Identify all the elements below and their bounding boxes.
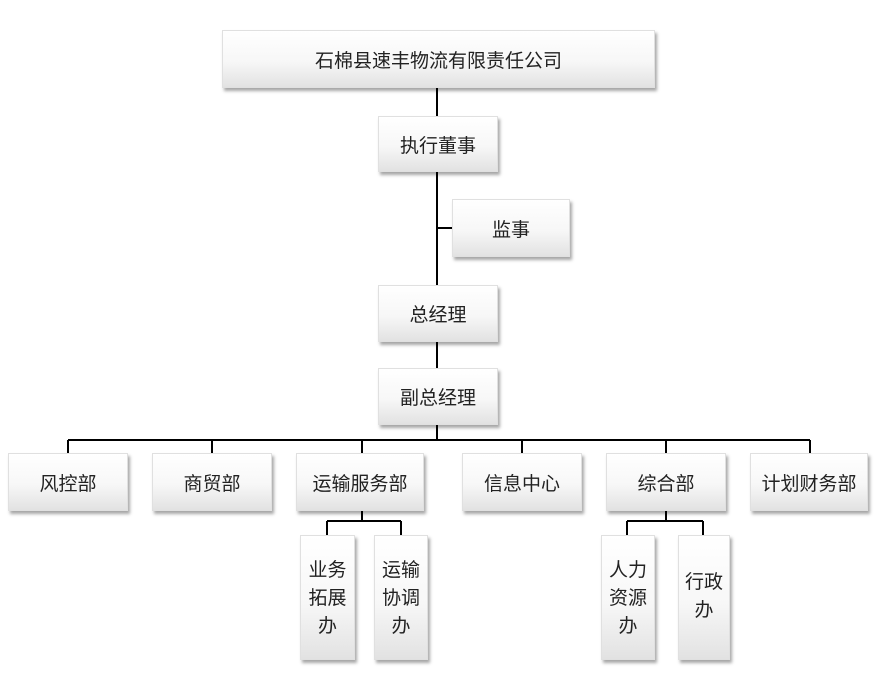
deputy-general-manager-box: 副总经理 xyxy=(378,368,498,425)
department-box: 计划财务部 xyxy=(750,453,868,511)
department-label: 商贸部 xyxy=(183,472,241,495)
department-box: 风控部 xyxy=(8,453,128,511)
executive-director-label: 执行董事 xyxy=(399,134,476,157)
department-label: 计划财务部 xyxy=(761,472,857,495)
department-label: 风控部 xyxy=(39,472,97,495)
department-box: 商贸部 xyxy=(152,453,272,511)
subunit-box: 行政办 xyxy=(678,535,730,660)
subunit-label: 运输协调办 xyxy=(381,558,420,637)
department-box: 综合部 xyxy=(606,453,726,511)
department-label: 综合部 xyxy=(637,472,695,495)
executive-director-box: 执行董事 xyxy=(378,116,498,172)
company-box: 石棉县速丰物流有限责任公司 xyxy=(222,30,655,88)
deputy-general-manager-label: 副总经理 xyxy=(399,387,476,409)
subunit-label: 人力资源办 xyxy=(608,558,647,637)
subunit-box: 运输协调办 xyxy=(374,535,428,660)
subunit-box: 业务拓展办 xyxy=(300,535,355,660)
department-label: 运输服务部 xyxy=(312,472,408,495)
subunit-box: 人力资源办 xyxy=(601,535,655,660)
general-manager-box: 总经理 xyxy=(378,285,498,342)
department-box: 信息中心 xyxy=(462,453,582,511)
supervisor-label: 监事 xyxy=(491,218,530,241)
subunit-label: 行政办 xyxy=(685,571,724,621)
department-label: 信息中心 xyxy=(483,472,560,495)
department-box: 运输服务部 xyxy=(296,453,424,511)
supervisor-box: 监事 xyxy=(452,199,570,257)
general-manager-label: 总经理 xyxy=(409,304,467,326)
subunit-label: 业务拓展办 xyxy=(308,558,347,637)
company-label: 石棉县速丰物流有限责任公司 xyxy=(314,49,562,72)
